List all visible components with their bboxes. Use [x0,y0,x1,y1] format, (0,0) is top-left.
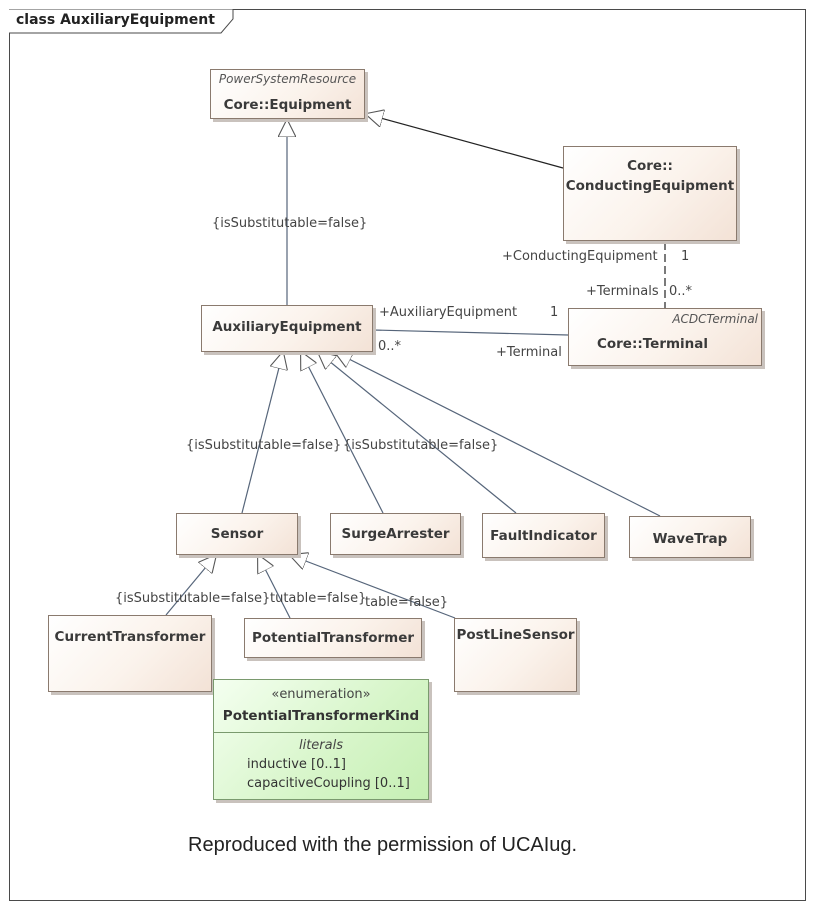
enum-name: PotentialTransformerKind [222,708,420,724]
permission-caption: Reproduced with the permission of UCAIug… [188,834,578,856]
class-name: CurrentTransformer [54,629,206,645]
class-name: AuxiliaryEquipment [212,319,362,335]
frame-title: class AuxiliaryEquipment [16,12,215,28]
label-aux-mult-one: 1 [550,305,559,320]
gen-wavetrap-aux [335,352,661,517]
class-core-equipment[interactable]: PowerSystemResource Core::Equipment [210,69,365,119]
class-name: PotentialTransformer [251,630,415,646]
enum-stereotype: «enumeration» [271,687,371,702]
label-equipment-constraint: {isSubstitutable=false} [212,216,368,231]
enum-literal-capacitive: capacitiveCoupling [0..1] [247,776,410,791]
label-surge-constraint: {isSubstitutable=false} [343,438,499,453]
label-terminals-mult: 0..* [669,284,693,299]
class-name: FaultIndicator [490,528,597,544]
label-ct-constraint: {isSubstitutable=false} [115,591,271,606]
class-name-line2: ConductingEquipment [565,178,735,194]
class-name: Sensor [210,526,264,542]
class-surge-arrester[interactable]: SurgeArrester [330,513,461,555]
class-name: PostLineSensor [456,627,575,643]
assoc-aux-terminal [372,329,569,336]
class-fault-indicator[interactable]: FaultIndicator [482,513,605,558]
enum-section-label: literals [298,738,343,753]
class-name: SurgeArrester [341,526,450,542]
label-sensor-constraint: {isSubstitutable=false} [186,438,342,453]
frame-title-tab [9,9,234,34]
gen-ct-sensor [165,555,216,616]
enum-potential-transformer-kind[interactable]: «enumeration» PotentialTransformerKind l… [213,679,429,800]
class-wave-trap[interactable]: WaveTrap [629,516,751,558]
class-name: WaveTrap [652,531,728,547]
gen-conducting-equipment [366,114,564,169]
enum-literal-inductive: inductive [0..1] [247,757,346,772]
enum-divider [214,732,428,733]
label-aux-role: +AuxiliaryEquipment [379,305,518,320]
gen-surge-aux [301,352,384,514]
class-auxiliary-equipment[interactable]: AuxiliaryEquipment [201,305,373,352]
class-sensor[interactable]: Sensor [176,513,298,555]
gen-pls-sensor [290,555,456,619]
class-potential-transformer[interactable]: PotentialTransformer [244,618,422,658]
class-conducting-equipment[interactable]: Core:: ConductingEquipment [563,146,737,241]
class-current-transformer[interactable]: CurrentTransformer [48,615,212,692]
label-pt-constraint: tutable=false} [270,591,367,606]
class-core-terminal[interactable]: ACDCTerminal Core::Terminal [568,308,762,366]
class-post-line-sensor[interactable]: PostLineSensor [454,618,577,692]
gen-fault-aux [318,352,517,514]
class-name-line1: Core:: [627,158,673,174]
gen-sensor-aux [241,352,283,514]
label-conducting-role: +ConductingEquipment [502,249,658,264]
gen-pt-sensor [258,555,291,619]
label-terminals-role: +Terminals [586,284,659,299]
class-name: Core::Terminal [596,336,709,352]
stereotype-acdc-terminal: ACDCTerminal [672,312,758,326]
class-name: Core::Equipment [223,97,352,113]
diagram-frame [9,9,806,901]
stereotype-power-system-resource: PowerSystemResource [218,72,357,86]
label-terminal-role: +Terminal [496,345,562,360]
label-aux-mult-many: 0..* [378,339,402,354]
label-conducting-mult: 1 [681,249,690,264]
label-pls-constraint: table=false} [365,595,449,610]
